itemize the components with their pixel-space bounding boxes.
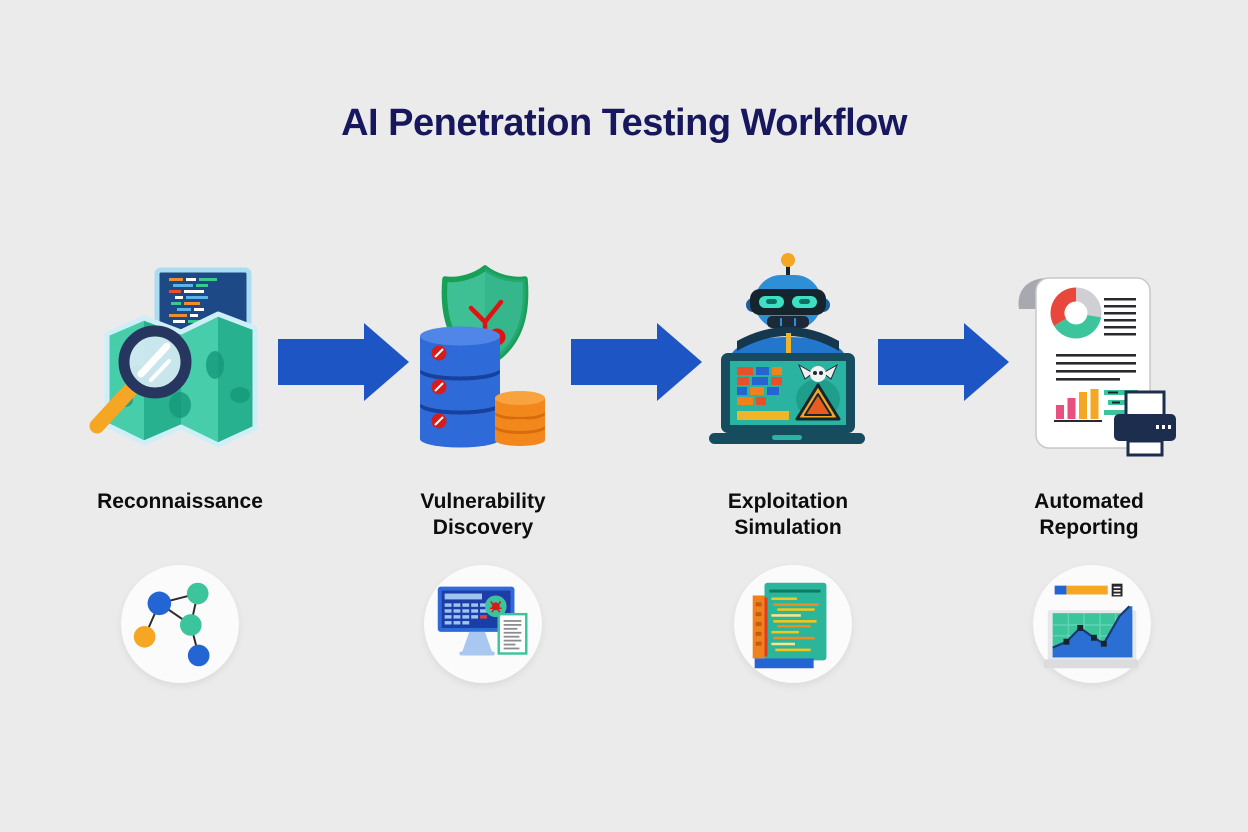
flow-arrow-icon [278,323,409,401]
progress-bar [1054,583,1123,597]
scan-report-doc [497,612,528,655]
code-lines [169,278,217,323]
stage-2-label: Vulnerability Discovery [420,490,546,539]
threat-badges [431,345,447,429]
stage-4-label: Automated Reporting [1034,490,1144,539]
exploit-code-terminal-icon [752,582,827,669]
stage-3-illustration [703,247,871,457]
stage-1-mini-badge [121,565,239,683]
exploit-laptop [709,353,865,444]
page-title: AI Penetration Testing Workflow [341,102,907,144]
report-printer-icon [1018,277,1176,457]
magnifier [89,325,192,434]
code-text [771,597,819,652]
payload-blocks [737,367,789,420]
flow-arrow-icon [878,323,1009,401]
shield-databases-icon [420,265,545,448]
bug-glyph [489,600,502,613]
printer [1114,390,1176,457]
orange-database [495,391,545,446]
donut-chart [1050,287,1102,339]
stage-2-illustration [415,262,550,452]
network-graph-icon [133,582,210,667]
highlight-lines [1104,390,1138,415]
robot-laptop-icon [709,253,865,444]
analytics-trend-chart-icon [1043,583,1139,669]
stage-2-mini-badge [424,565,542,683]
trend-chart [1043,605,1139,669]
ai-robot [731,253,845,361]
report-bar-chart [1054,389,1102,422]
report-text-lines [1056,298,1136,381]
blue-database [420,326,500,448]
stage-1-illustration [85,260,263,450]
stage-4-illustration [1000,262,1180,462]
map-magnifier-icon [89,267,258,448]
stage-3-label: Exploitation Simulation [727,490,849,539]
flow-arrow-icon [571,323,702,401]
stage-3-mini-badge [734,565,852,683]
monitor-vulnerability-scan-icon [437,586,528,656]
malware-warning [795,363,841,421]
stage-4-mini-badge [1033,565,1151,683]
report-scroll [1018,277,1151,449]
stage-1-label: Reconnaissance [97,490,263,513]
